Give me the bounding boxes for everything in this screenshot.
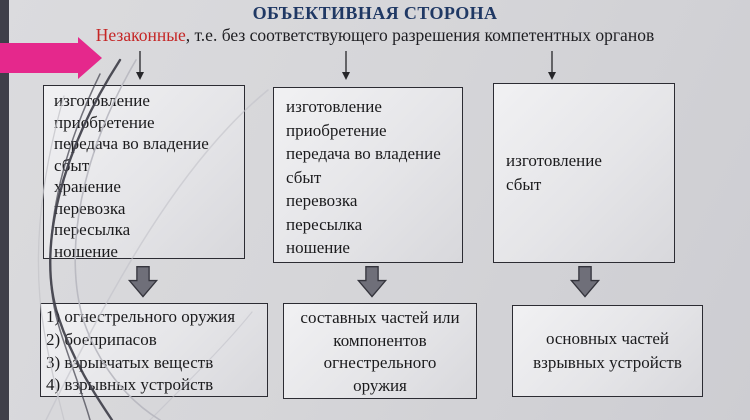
actions-box-2: изготовление приобретение передача во вл… <box>273 87 463 263</box>
action-item: сбыт <box>506 175 542 194</box>
object-item: 4) взрывных устройств <box>46 375 214 395</box>
action-item: перевозка <box>286 191 358 210</box>
action-item: приобретение <box>286 120 387 140</box>
slide-subtitle: Незаконные, т.е. без соответствующего ра… <box>0 25 750 46</box>
slide-title: ОБЪЕКТИВНАЯ СТОРОНА <box>252 3 498 23</box>
action-item: изготовление <box>286 97 382 116</box>
action-item: сбыт <box>286 167 322 187</box>
object-item: 2) боеприпасов <box>46 329 157 349</box>
down-arrow-icon <box>136 51 144 80</box>
subtitle-highlight: Незаконные <box>95 25 186 45</box>
subtitle-rest: , т.е. без соответствующего разрешения к… <box>185 25 655 45</box>
objects-box-1: 1) огнестрельного оружия 2) боеприпасов … <box>40 303 268 397</box>
action-item: изготовление <box>506 151 602 170</box>
action-item: изготовление <box>54 91 150 110</box>
object-line: компонентов <box>333 330 427 350</box>
action-item: ношение <box>286 238 350 257</box>
objects-box-3: основных частей взрывных устройств <box>512 305 703 397</box>
actions-box-3: изготовление сбыт <box>493 83 675 263</box>
action-item: передача во владение <box>286 144 441 163</box>
action-item: пересылка <box>286 214 363 234</box>
object-line: основных частей <box>545 329 670 348</box>
down-arrow-icon <box>548 51 556 80</box>
action-item: перевозка <box>54 198 126 218</box>
object-item: 1) огнестрельного оружия <box>46 307 236 326</box>
action-item: сбыт <box>54 155 90 175</box>
action-item: пересылка <box>54 220 131 239</box>
action-item: хранение <box>54 177 121 196</box>
objects-box-2: составных частей или компонентов огнестр… <box>283 303 477 399</box>
down-arrow-icon <box>342 51 350 80</box>
block-down-arrow-icon <box>127 266 159 298</box>
object-line: составных частей или <box>300 308 460 327</box>
block-down-arrow-icon <box>569 266 601 298</box>
object-line: огнестрельного <box>323 353 437 372</box>
left-edge-bar <box>0 0 9 420</box>
actions-box-1: изготовление приобретение передача во вл… <box>43 85 245 261</box>
object-line: взрывных устройств <box>533 353 682 372</box>
object-item: 3) взрывчатых веществ <box>46 352 214 372</box>
action-item: передача во владение <box>54 134 209 153</box>
object-line: оружия <box>353 375 407 395</box>
action-item: приобретение <box>54 112 155 132</box>
block-down-arrow-icon <box>356 266 388 298</box>
action-item: ношение <box>54 241 118 261</box>
